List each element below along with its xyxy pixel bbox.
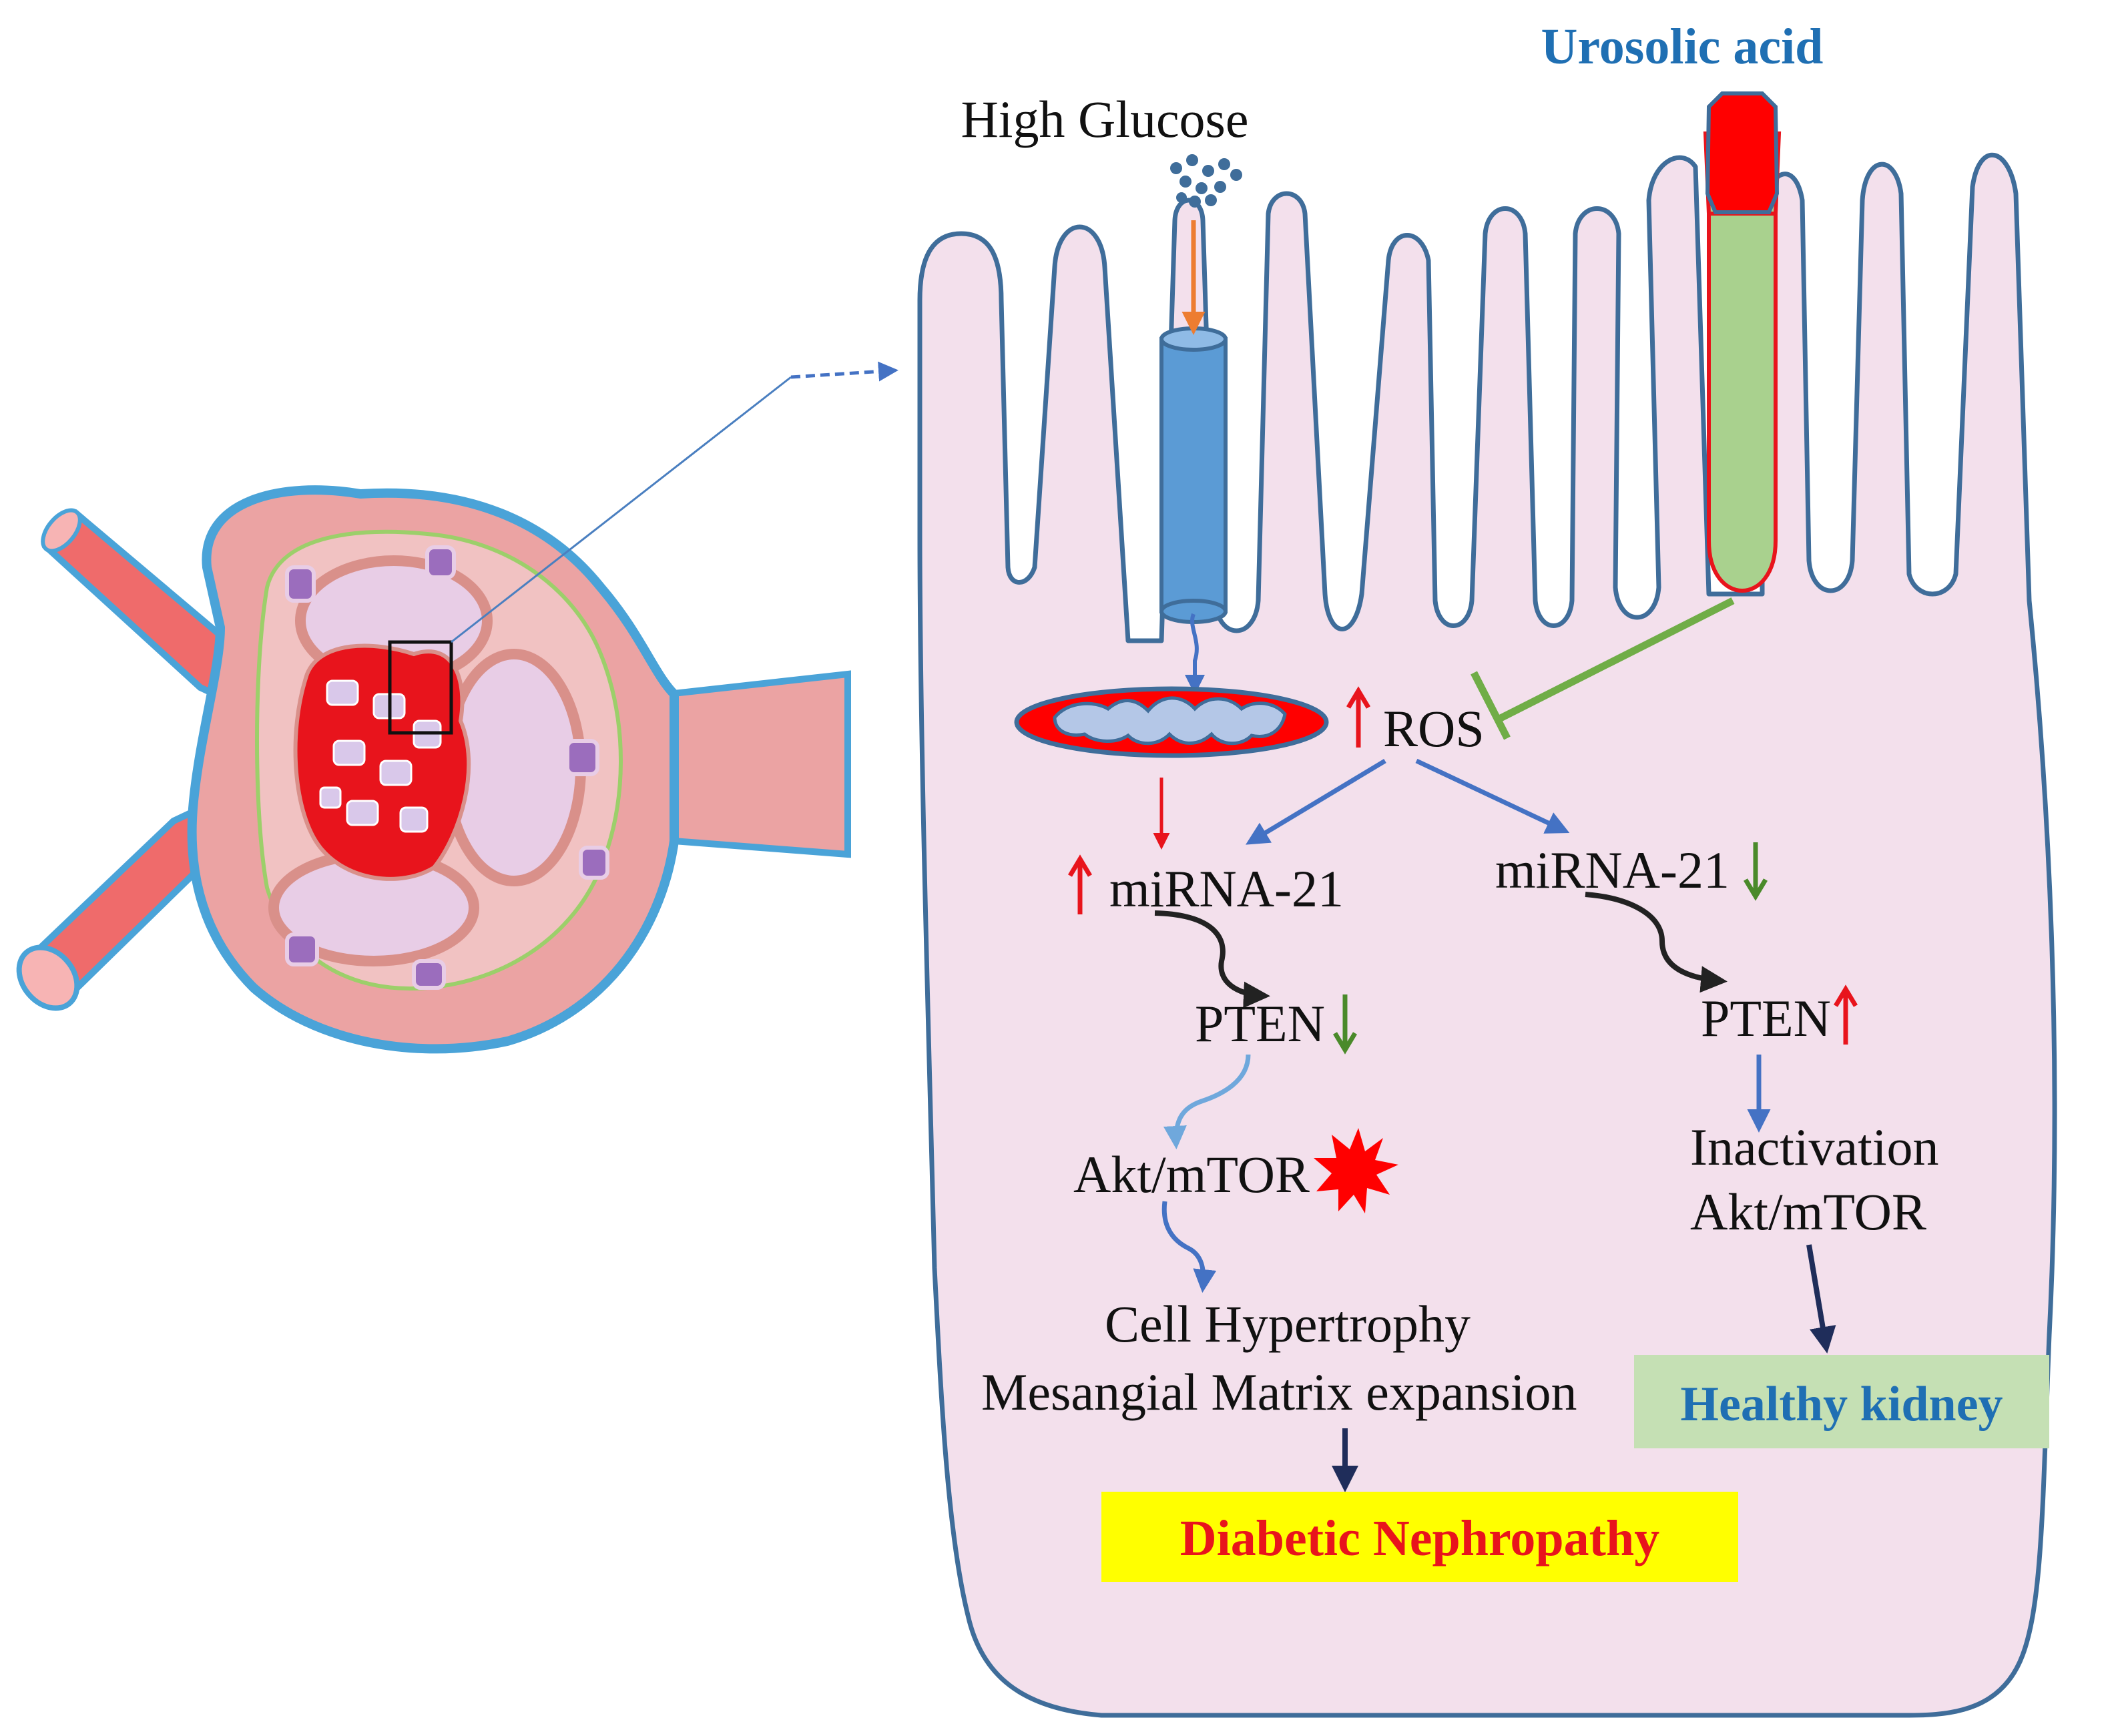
pten-to-akt-arrow xyxy=(1163,1054,1251,1149)
inhibition-arrow xyxy=(1471,597,1735,740)
podocytes xyxy=(285,545,609,990)
pten-up-arrow-icon xyxy=(1833,984,1858,1045)
epithelial-cell xyxy=(917,153,2057,1718)
outcome-line2: Mesangial Matrix expansion xyxy=(981,1363,1577,1421)
mitochondrion xyxy=(1014,686,1329,758)
ros-to-mirna-down-arrow xyxy=(1415,758,1570,834)
high-glucose-label: High Glucose xyxy=(961,90,1248,148)
inactivation-line2: Akt/mTOR xyxy=(1690,1183,1926,1241)
activation-burst-icon xyxy=(1314,1128,1398,1213)
ursolic-acid-label: Urosolic acid xyxy=(1541,19,1824,75)
mirna-down-to-pten-arrow xyxy=(1585,892,1728,993)
diabetic-nephropathy-box xyxy=(1101,1492,1738,1582)
ursolic-acid-molecule xyxy=(1703,91,1782,593)
healthy-kidney-box xyxy=(1634,1355,2049,1448)
mirna-up-label: miRNA-21 xyxy=(1109,860,1344,918)
mirna-down-label: miRNA-21 xyxy=(1495,841,1730,899)
mirna-up-arrow-icon xyxy=(1067,854,1093,914)
healthy-kidney-label: Healthy kidney xyxy=(1680,1377,2003,1432)
zoom-arrow xyxy=(790,361,898,382)
inactivation-line1: Inactivation xyxy=(1690,1118,1939,1176)
glucose-molecules xyxy=(1170,154,1242,208)
mirna-down-arrow-icon xyxy=(1743,842,1768,901)
proximal-tubule xyxy=(664,670,851,858)
akt-to-outcome-arrow xyxy=(1161,1201,1217,1293)
glucose-transporter xyxy=(1159,326,1228,624)
diabetic-nephropathy-label: Diabetic Nephropathy xyxy=(1180,1510,1660,1566)
ros-label: ROS xyxy=(1383,699,1485,758)
pten-right-label: PTEN xyxy=(1701,989,1831,1047)
zoom-line xyxy=(451,376,792,643)
inactivation-to-healthy-arrow xyxy=(1806,1244,1836,1354)
magnification-box xyxy=(388,640,453,735)
mirna-to-pten-arrow xyxy=(1154,910,1270,1008)
ros-up-arrow xyxy=(1346,686,1371,748)
channel-to-mito-arrow xyxy=(1185,613,1205,695)
ros-to-mirna-up-arrow xyxy=(1246,759,1386,845)
pten-left-label: PTEN xyxy=(1195,994,1325,1053)
akt-mtor-left-label: Akt/mTOR xyxy=(1073,1145,1310,1203)
outcome-line1: Cell Hypertrophy xyxy=(1105,1295,1471,1353)
pten-down-arrow-icon xyxy=(1332,994,1358,1055)
glomerulus-illustration xyxy=(16,361,898,1054)
